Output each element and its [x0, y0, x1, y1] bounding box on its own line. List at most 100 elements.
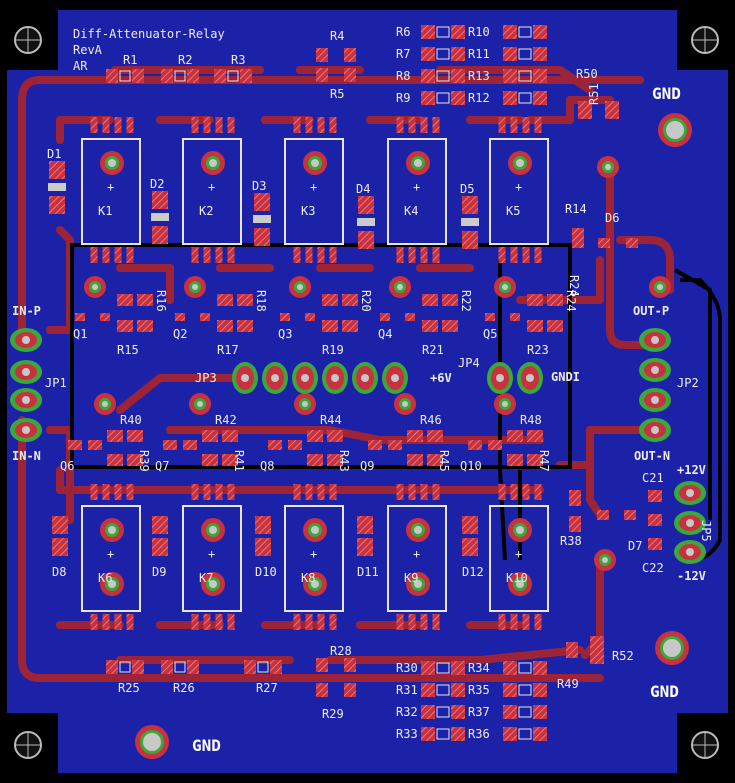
relay-pin-pad	[522, 247, 530, 263]
relay-pin-pad	[305, 614, 313, 630]
via-icon	[135, 725, 169, 759]
resistor-body	[518, 26, 532, 38]
resistor-label: R14	[565, 202, 587, 216]
smd-pad	[442, 294, 458, 306]
relay-pin-pad	[408, 614, 416, 630]
via-drill	[108, 580, 116, 588]
smd-pad	[127, 430, 143, 442]
via-icon	[658, 113, 692, 147]
smd-pad	[127, 454, 143, 466]
resistor-body	[436, 48, 450, 60]
smd-pad	[222, 430, 238, 442]
via-drill	[209, 526, 217, 534]
resistor-label: R42	[215, 413, 237, 427]
smd-pad	[590, 636, 604, 664]
resistor-label: R16	[154, 290, 168, 312]
via-drill	[605, 164, 611, 170]
smd-pad	[327, 430, 343, 442]
smd-pad	[421, 47, 435, 61]
resistor-label: R25	[118, 681, 140, 695]
smd-pad	[421, 91, 435, 105]
resistor-label: R34	[468, 661, 490, 675]
jp5-pin	[674, 540, 706, 564]
smd-pad	[468, 440, 482, 450]
smd-pad	[202, 454, 218, 466]
relay-pin-pad	[305, 484, 313, 500]
resistor-label: R29	[322, 707, 344, 721]
relay-label: K8	[301, 571, 315, 585]
relay-pin-pad	[396, 484, 404, 500]
transistor-label: Q7	[155, 459, 169, 473]
via-drill	[414, 580, 422, 588]
relay-pin-pad	[534, 484, 542, 500]
relay-pin-pad	[90, 484, 98, 500]
smd-pad	[533, 705, 547, 719]
resistor-label: R44	[320, 413, 342, 427]
via-icon	[394, 393, 416, 415]
via-drill	[414, 526, 422, 534]
smd-pad	[527, 430, 543, 442]
gndi-label: GNDI	[551, 370, 580, 384]
via-icon	[100, 572, 124, 596]
via-drill	[108, 526, 116, 534]
jp3-pin	[262, 362, 288, 394]
smd-pad	[214, 69, 226, 83]
resistor-label: R43	[337, 450, 351, 472]
relay-plus-mark: +	[310, 180, 317, 194]
mounting-hole-icon	[14, 731, 42, 759]
pin-drill	[686, 548, 694, 556]
relay-plus-mark: +	[515, 547, 522, 561]
smd-pad	[648, 514, 662, 526]
relay-pin-pad	[396, 117, 404, 133]
transistor-label: Q10	[460, 459, 482, 473]
pin-drill	[651, 426, 659, 434]
resistor-label: R24	[564, 290, 578, 312]
pin-drill	[361, 374, 369, 382]
smd-pad	[503, 705, 517, 719]
smd-pad	[507, 430, 523, 442]
transistor-label: Q8	[260, 459, 274, 473]
resistor-label: R51	[587, 83, 601, 105]
via-icon	[508, 518, 532, 542]
relay-label: K10	[506, 571, 528, 585]
pin-drill	[686, 489, 694, 497]
diode-label: D5	[460, 182, 474, 196]
via-icon	[406, 572, 430, 596]
resistor-label: R24	[567, 275, 581, 297]
relay-pin-pad	[102, 614, 110, 630]
diode-label: D3	[252, 179, 266, 193]
smd-pad	[222, 454, 238, 466]
resistor-body	[436, 662, 450, 674]
resistor-label: R11	[468, 47, 490, 61]
via-drill	[108, 159, 116, 167]
via-icon	[100, 518, 124, 542]
resistor-label: R17	[217, 343, 239, 357]
pin-drill	[526, 374, 534, 382]
resistor-label: R48	[520, 413, 542, 427]
diode-pad	[52, 516, 68, 534]
via-icon	[597, 156, 619, 178]
relay-pin-pad	[114, 117, 122, 133]
smd-pad	[88, 440, 102, 450]
pin-drill	[651, 366, 659, 374]
via-drill	[209, 159, 217, 167]
relay-pin-pad	[420, 117, 428, 133]
smd-pad	[533, 25, 547, 39]
smd-pad	[237, 294, 253, 306]
relay-plus-mark: +	[413, 547, 420, 561]
smd-pad	[316, 683, 328, 697]
via-drill	[297, 284, 303, 290]
resistor-label: R15	[117, 343, 139, 357]
relay-pin-pad	[90, 247, 98, 263]
diode-pad	[358, 196, 374, 214]
smd-pad	[422, 294, 438, 306]
diode-label: D7	[628, 539, 642, 553]
transistor-label: Q1	[73, 327, 87, 341]
smd-pad	[117, 320, 133, 332]
transistor-label: Q4	[378, 327, 392, 341]
diode-label: D9	[152, 565, 166, 579]
smd-pad	[100, 313, 110, 321]
smd-pad	[597, 510, 609, 520]
pin-drill	[22, 336, 30, 344]
via-icon	[289, 276, 311, 298]
